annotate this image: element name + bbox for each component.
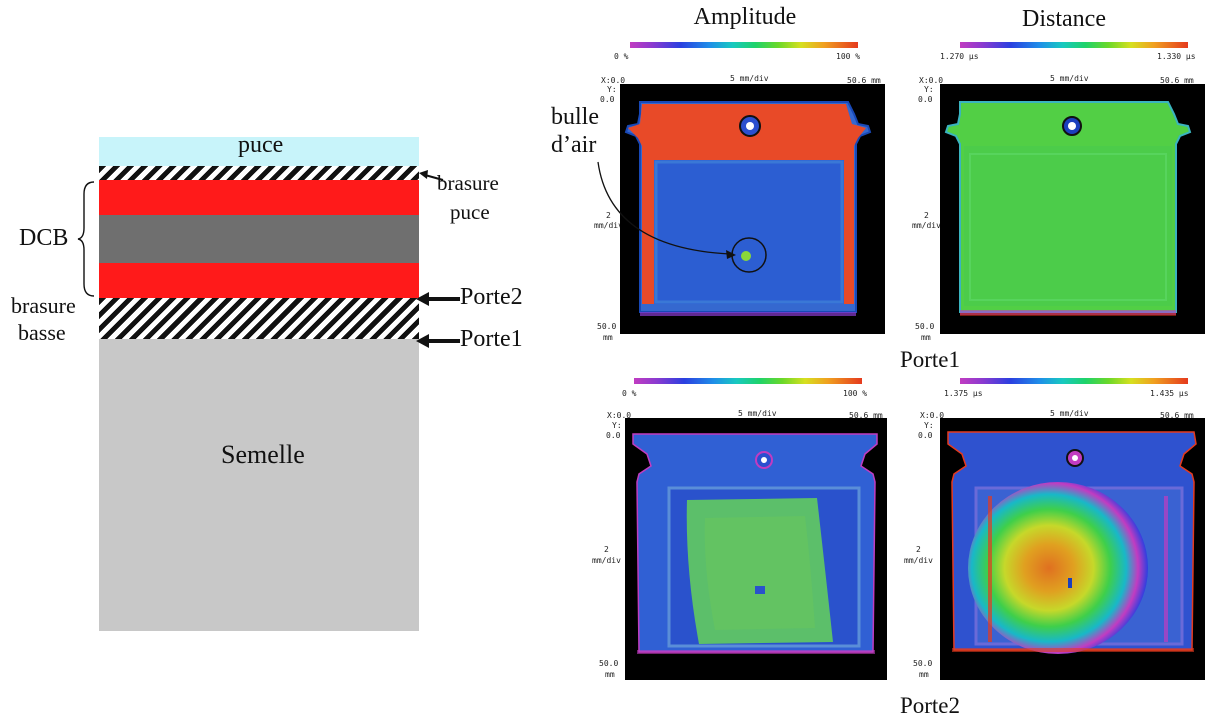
- scan-image: [625, 418, 887, 680]
- y-max-a: 50.0: [597, 322, 617, 331]
- brasure-puce-arrow-icon: [419, 170, 444, 181]
- scan-image: [940, 418, 1205, 680]
- x-div: 5 mm/div: [1050, 409, 1089, 418]
- y-div-b: mm/div: [594, 221, 623, 230]
- scale-min: 0 %: [622, 389, 637, 398]
- y-div-a: 2: [924, 211, 929, 220]
- y-label: Y:: [612, 421, 622, 430]
- x-max: 50.6 mm: [1160, 76, 1194, 85]
- scan-image: [940, 84, 1205, 334]
- x-div: 5 mm/div: [738, 409, 777, 418]
- semelle-layer: [99, 339, 419, 631]
- scan-image: [620, 84, 885, 334]
- scale-min: 1.270 µs: [940, 52, 979, 61]
- scale-max: 100 %: [836, 52, 861, 61]
- brasure-puce-layer: [99, 166, 419, 180]
- y-max-b: mm: [921, 333, 931, 342]
- air-bubble-label-line1: bulle: [551, 104, 599, 130]
- puce-label: puce: [238, 132, 284, 158]
- y-div-b: mm/div: [904, 556, 933, 565]
- x-max: 50.6 mm: [849, 411, 883, 420]
- x-min: X:0.0: [920, 411, 945, 420]
- color-scale-bar: [634, 378, 862, 384]
- y-label: Y:: [607, 85, 617, 94]
- y-div-a: 2: [916, 545, 921, 554]
- color-scale-bar: [630, 42, 858, 48]
- porte2-row-label: Porte2: [899, 693, 961, 718]
- y-div-a: 2: [606, 211, 611, 220]
- x-min: X:0.0: [607, 411, 632, 420]
- y-max-a: 50.0: [599, 659, 619, 668]
- scale-min: 1.375 µs: [944, 389, 983, 398]
- y-label: Y:: [924, 421, 934, 430]
- dcb-copper-top-layer: [99, 180, 419, 215]
- y-min: 0.0: [600, 95, 615, 104]
- air-bubble-pointer-arrow: [597, 161, 736, 259]
- y-div-b: mm/div: [912, 221, 941, 230]
- amplitude-column-title: Amplitude: [693, 4, 797, 30]
- y-max-a: 50.0: [913, 659, 933, 668]
- y-div-a: 2: [604, 545, 609, 554]
- y-min: 0.0: [606, 431, 621, 440]
- brasure-puce-label-line2: puce: [450, 200, 490, 224]
- scale-max: 1.330 µs: [1157, 52, 1196, 61]
- color-scale-bar: [960, 378, 1188, 384]
- y-max-a: 50.0: [915, 322, 935, 331]
- puce-layer: [99, 137, 419, 166]
- air-bubble-label-line2: d’air: [551, 132, 597, 158]
- dcb-ceramic-layer: [99, 215, 419, 263]
- y-max-b: mm: [919, 670, 929, 679]
- porte2-label: Porte2: [460, 284, 523, 310]
- porte1-label: Porte1: [460, 326, 523, 352]
- dcb-label: DCB: [19, 225, 69, 251]
- scale-max: 1.435 µs: [1150, 389, 1189, 398]
- dcb-copper-bottom-layer: [99, 263, 419, 298]
- porte1-arrow-icon: [416, 334, 460, 348]
- y-max-b: mm: [605, 670, 615, 679]
- brasure-basse-label-line2: basse: [18, 320, 66, 345]
- y-div-b: mm/div: [592, 556, 621, 565]
- y-min: 0.0: [918, 431, 933, 440]
- x-min: X:0.0: [919, 76, 944, 85]
- dcb-brace: [77, 181, 95, 297]
- x-div: 5 mm/div: [730, 74, 769, 83]
- distance-column-title: Distance: [1022, 6, 1106, 32]
- porte2-arrow-icon: [416, 292, 460, 306]
- brasure-basse-label-line1: brasure: [11, 293, 76, 318]
- brasure-puce-label-line1: brasure: [437, 171, 499, 195]
- x-max: 50.6 mm: [1160, 411, 1194, 420]
- scale-max: 100 %: [843, 389, 868, 398]
- x-div: 5 mm/div: [1050, 74, 1089, 83]
- semelle-label: Semelle: [221, 440, 305, 469]
- y-max-b: mm: [603, 333, 613, 342]
- x-max: 50.6 mm: [847, 76, 881, 85]
- x-min: X:0.0: [601, 76, 626, 85]
- color-scale-bar: [960, 42, 1188, 48]
- y-min: 0.0: [918, 95, 933, 104]
- porte1-row-label: Porte1: [899, 347, 961, 372]
- scale-min: 0 %: [614, 52, 629, 61]
- brasure-basse-layer: [99, 298, 419, 339]
- y-label: Y:: [924, 85, 934, 94]
